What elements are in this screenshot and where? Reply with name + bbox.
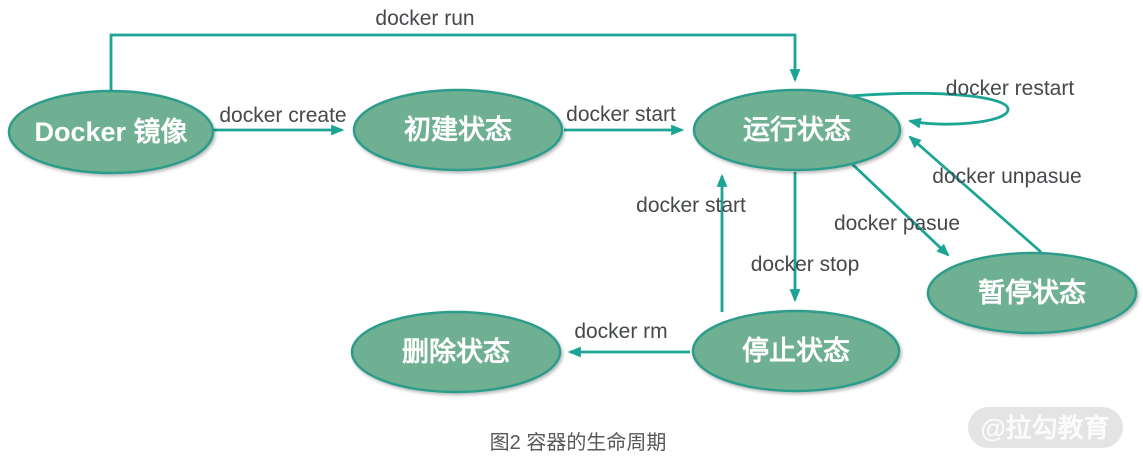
edge-label-docker-start-bottom: docker start	[636, 194, 746, 217]
node-docker-image-shape	[7, 89, 215, 175]
edge-label-docker-start-top: docker start	[566, 103, 676, 126]
node-paused-state: 暂停状态	[926, 251, 1138, 335]
edge-docker-pause	[848, 159, 950, 257]
edge-docker-restart-loop	[849, 92, 1010, 129]
node-paused-state-label: 暂停状态	[978, 277, 1086, 308]
edge-docker-run	[109, 33, 801, 92]
figure-caption: 图2 容器的生命周期	[490, 431, 667, 454]
node-removed-state-shape	[350, 310, 562, 394]
watermark-badge: @拉勾教育	[968, 407, 1123, 448]
node-stopped-state-shape	[691, 309, 901, 393]
node-running-state-shape	[692, 88, 902, 172]
node-created-state-label: 初建状态	[404, 115, 512, 145]
node-created-state: 初建状态	[352, 88, 564, 172]
edge-label-docker-run: docker run	[375, 7, 474, 30]
node-stopped-state-label: 停止状态	[742, 335, 850, 366]
node-paused-state-shape	[926, 251, 1138, 335]
edge-labels: docker run docker create docker start do…	[219, 7, 1081, 343]
node-running-state: 运行状态	[692, 88, 902, 172]
edge-label-docker-unpause: docker unpasue	[932, 165, 1081, 188]
node-removed-state: 删除状态	[350, 310, 562, 394]
node-docker-image-label: Docker 镜像	[34, 117, 187, 147]
edge-label-docker-create: docker create	[219, 104, 346, 127]
edge-docker-unpause	[908, 135, 1042, 254]
edge-label-docker-rm: docker rm	[574, 320, 667, 343]
watermark-label: @拉勾教育	[980, 413, 1109, 443]
node-stopped-state: 停止状态	[691, 309, 901, 393]
edge-label-docker-stop: docker stop	[751, 253, 860, 276]
node-running-state-label: 运行状态	[743, 114, 851, 145]
node-docker-image: Docker 镜像	[7, 89, 215, 175]
node-created-state-shape	[352, 88, 564, 172]
node-removed-state-label: 删除状态	[402, 336, 510, 367]
watermark-pill	[968, 407, 1123, 448]
edges	[109, 33, 1042, 358]
edge-label-docker-restart: docker restart	[946, 77, 1075, 100]
nodes: Docker 镜像 初建状态 运行状态 暂停状态 停止状态 删除状态	[7, 88, 1138, 394]
edge-label-docker-pause: docker pasue	[834, 212, 960, 235]
